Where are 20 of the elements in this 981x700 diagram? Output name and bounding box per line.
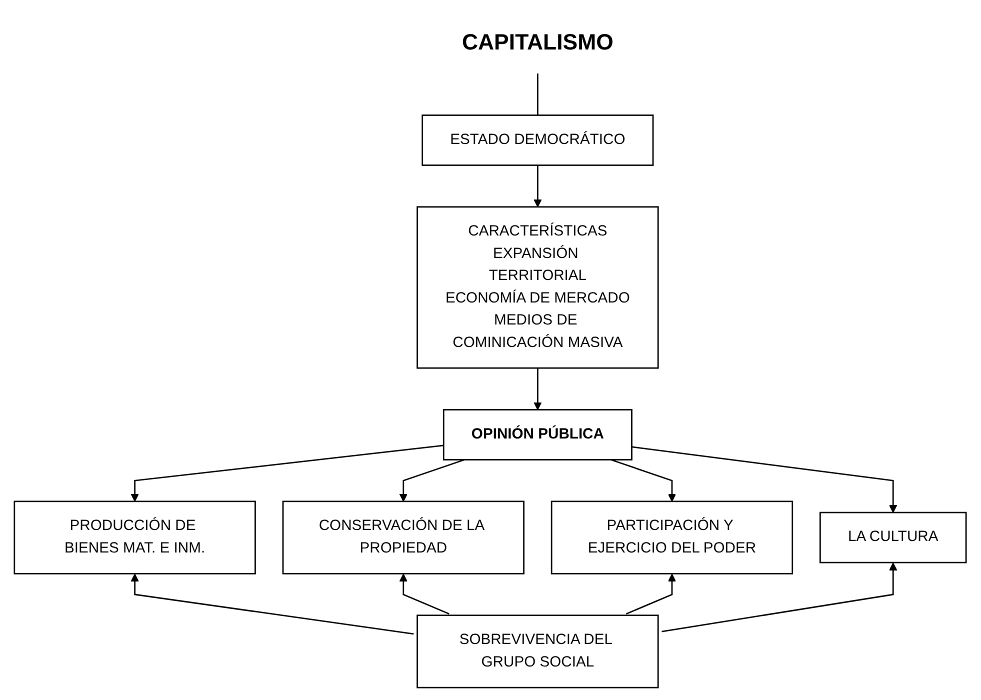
connector <box>537 74 539 116</box>
arrow <box>662 562 898 632</box>
node-box: OPINIÓN PÚBLICA <box>443 409 633 460</box>
node-box: CARACTERÍSTICAS EXPANSIÓN TERRITORIAL ECONOMÍA DE MERCADO MEDIOS DE COMINICACIÓN MASIVA <box>416 206 660 369</box>
arrow <box>534 368 542 410</box>
arrow <box>400 459 465 502</box>
arrow <box>131 574 414 635</box>
arrow <box>626 574 676 615</box>
arrow <box>131 444 444 502</box>
arrow <box>610 459 676 502</box>
node-box: CONSERVACIÓN DE LA PROPIEDAD <box>282 500 525 574</box>
node-box: ESTADO DEMOCRÁTICO <box>422 114 654 166</box>
node-box: PARTICIPACIÓN Y EJERCICIO DEL PODER <box>551 500 794 574</box>
node-box: PRODUCCIÓN DE BIENES MAT. E INM. <box>14 500 256 574</box>
arrow <box>632 446 898 513</box>
node-box: SOBREVIVENCIA DEL GRUPO SOCIAL <box>416 614 660 688</box>
arrow <box>400 574 450 615</box>
arrow <box>534 165 542 208</box>
node-text: CAPITALISMO <box>462 30 614 56</box>
node-box: LA CULTURA <box>820 512 968 564</box>
